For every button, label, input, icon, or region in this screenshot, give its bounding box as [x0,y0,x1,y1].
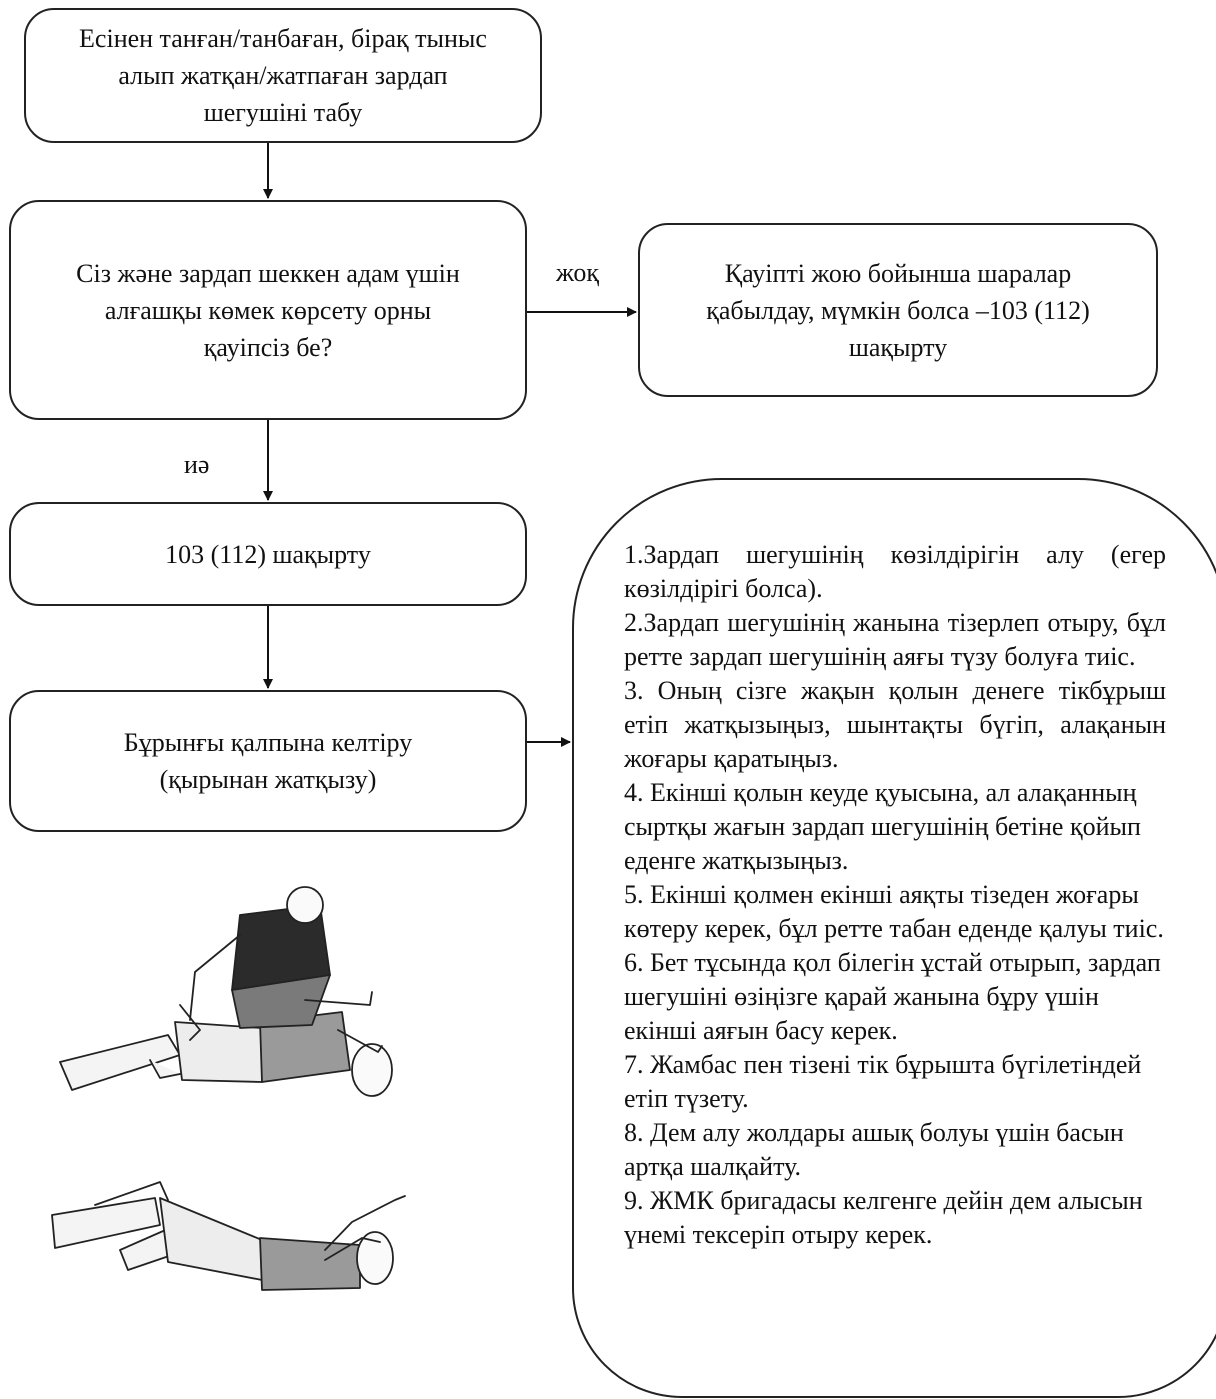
step-item: 4. Екінші қолын кеуде қуысына, ал алақан… [624,778,1141,875]
node-call-emergency: 103 (112) шақырту [9,502,527,606]
edge-label-no: жоқ [556,258,599,287]
node-text-line: алып жатқан/жатпаған зардап [118,61,448,90]
node-text-line: қауіпсіз бе? [203,332,333,362]
step-item: 3. Оның сізге жақын қолын денеге тікбұры… [624,676,1166,773]
steps-panel: 1.Зардап шегушінің көзілдірігін алу (еге… [572,478,1216,1398]
step-item: 1.Зардап шегушінің көзілдірігін алу (еге… [624,540,1166,603]
node-text-line: алғашқы көмек көрсету орны [104,295,432,325]
node-text-line: Қауіпті жою бойынша шаралар [724,258,1072,288]
node-text-line: шақырту [848,332,948,362]
node-text-line: шегушіні табу [203,98,363,127]
node-text-line: Сіз және зардап шеккен адам үшін [76,258,460,288]
step-item: 6. Бет тұсында қол білегін ұстай отырып,… [624,948,1161,1045]
node-safety-question: Сіз және зардап шеккен адам үшін алғашқы… [9,200,527,420]
node-text-line: Есінен танған/танбаған, бірақ тыныс [79,24,487,53]
node-text-line: қабылдау, мүмкін болса –103 (112) [706,295,1090,325]
step-item: 7. Жамбас пен тізені тік бұрышта бүгілет… [624,1050,1142,1113]
step-item: 2.Зардап шегушінің жанына тізерлеп отыру… [624,608,1166,671]
recovery-position-illustration [51,1181,406,1291]
edge-label-yes: иә [184,450,210,479]
node-text-line: 103 (112) шақырту [165,539,371,569]
step-item: 9. ЖМК бригадасы келгенге дейін дем алыс… [624,1186,1143,1249]
node-recovery-position: Бұрынғы қалпына келтіру (қырынан жатқызу… [9,690,527,832]
node-text-line: (қырынан жатқызу) [159,765,377,794]
kneeling-rescuer-illustration [59,886,393,1097]
node-find-victim: Есінен танған/танбаған, бірақ тыныс алып… [24,8,542,143]
node-text-line: Бұрынғы қалпына келтіру [123,728,413,757]
node-eliminate-danger: Қауіпті жою бойынша шаралар қабылдау, мү… [638,223,1158,397]
step-item: 8. Дем алу жолдары ашық болуы үшін басын… [624,1118,1124,1181]
step-item: 5. Екінші қолмен екінші аяқты тізеден жо… [624,880,1164,943]
